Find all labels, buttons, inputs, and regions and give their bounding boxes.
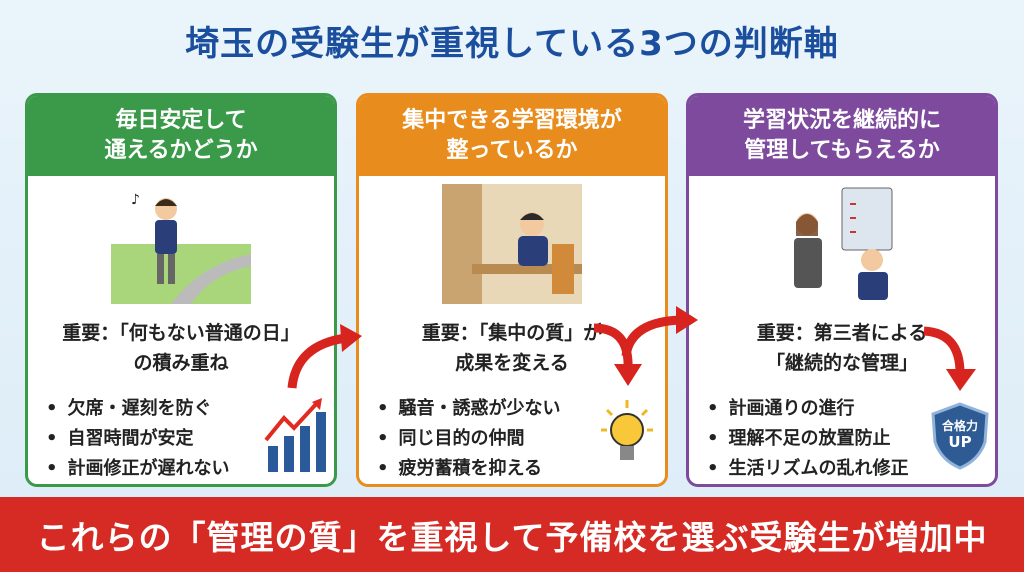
list-item: 欠席・遅刻を防ぐ: [46, 394, 230, 424]
list-item: 疲労蓄積を抑える: [377, 454, 561, 484]
badge-text: 合格力: [941, 419, 978, 433]
lightbulb-icon: [601, 400, 653, 460]
bullet-list: 騒音・誘惑が少ない 同じ目的の仲間 疲労蓄積を抑える: [377, 394, 561, 484]
list-item: 計画通りの進行: [707, 394, 909, 424]
card-header: 毎日安定して 通えるかどうか: [28, 96, 334, 176]
important-line: の積み重ね: [133, 352, 229, 374]
bullet-list: 計画通りの進行 理解不足の放置防止 生活リズムの乱れ修正: [707, 394, 909, 484]
bullet-list: 欠席・遅刻を防ぐ 自習時間が安定 計画修正が遅れない: [46, 394, 230, 484]
study-booth-illustration: [442, 184, 582, 304]
list-item: 理解不足の放置防止: [707, 424, 909, 454]
important-note: 重要：「何もない普通の日」の積み重ね: [28, 318, 334, 378]
curved-arrow-icon: [593, 323, 642, 386]
list-item: 自習時間が安定: [46, 424, 230, 454]
tutor-meeting-illustration: [794, 187, 893, 300]
shield-icon: 合格力 UP: [931, 402, 989, 470]
footer-banner: これらの「管理の質」を重視して予備校を選ぶ受験生が増加中: [0, 497, 1024, 572]
svg-text:♪: ♪: [131, 192, 140, 208]
important-note: 重要：「集中の質」が成果を変える: [359, 318, 665, 378]
important-line: 重要：第三者による: [756, 322, 928, 344]
curved-arrow-icon: [923, 326, 976, 391]
important-line: 「継続的な管理」: [765, 352, 918, 374]
card-header: 学習状況を継続的に 管理してもらえるか: [689, 96, 995, 176]
list-item: 計画修正が遅れない: [46, 454, 230, 484]
list-item: 騒音・誘惑が少ない: [377, 394, 561, 424]
curved-arrow-icon: [621, 306, 698, 357]
list-item: 生活リズムの乱れ修正: [707, 454, 909, 484]
curved-arrow-icon: [287, 324, 362, 389]
card-management: 学習状況を継続的に 管理してもらえるか 重要：第三者による「継続的な管理」 計画…: [686, 93, 998, 487]
important-line: 重要：「何もない普通の日」: [62, 322, 300, 344]
card-header: 集中できる学習環境が 整っているか: [359, 96, 665, 176]
rising-chart-icon: [264, 398, 326, 472]
important-line: 成果を変える: [455, 352, 569, 374]
list-item: 同じ目的の仲間: [377, 424, 561, 454]
badge-text: UP: [948, 433, 972, 451]
important-line: 重要：「集中の質」が: [421, 322, 603, 344]
student-walking-illustration: ♪: [111, 192, 251, 304]
card-commute: 毎日安定して 通えるかどうか ♪ 重要：「何もない普通の日」の積み重ね 欠席・遅…: [25, 93, 337, 487]
page-title: 埼玉の受験生が重視している3つの判断軸: [185, 24, 839, 64]
important-note: 重要：第三者による「継続的な管理」: [689, 318, 995, 378]
